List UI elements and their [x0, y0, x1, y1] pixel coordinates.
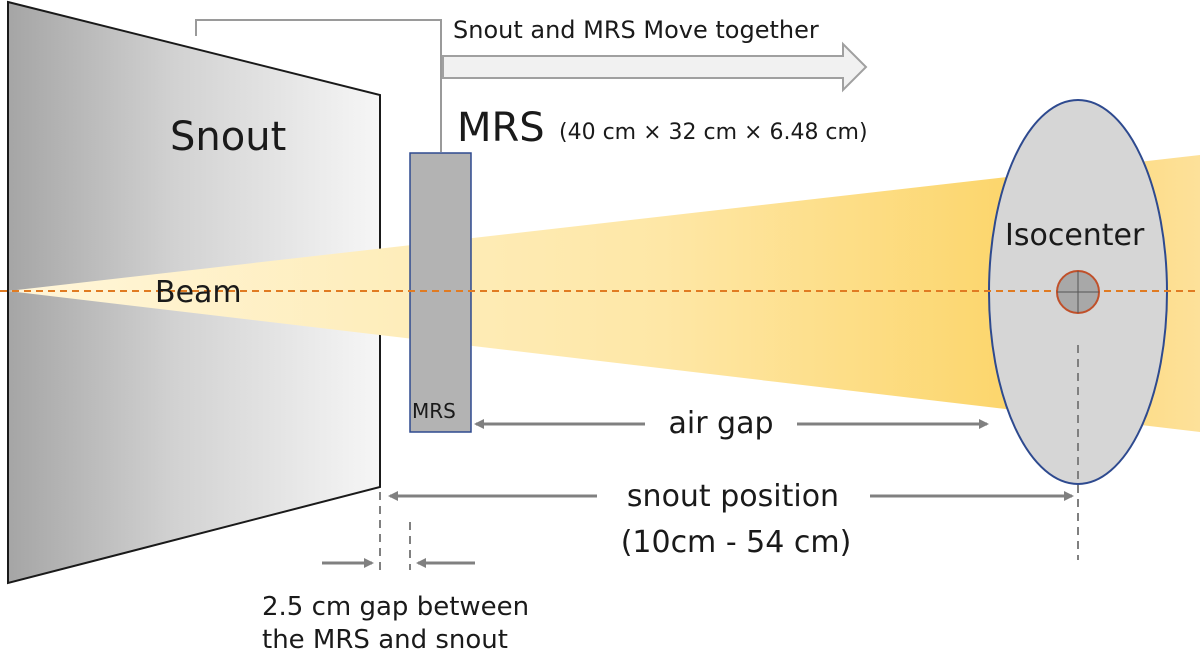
- snout-range-label: (10cm - 54 cm): [621, 525, 852, 560]
- snout-mrs-connector: [195, 19, 442, 152]
- beam-cone: [8, 155, 1200, 432]
- beam-label: Beam: [155, 275, 242, 310]
- mrs-dimensions-label: (40 cm × 32 cm × 6.48 cm): [559, 120, 868, 145]
- mrs-title-label: MRS: [457, 105, 545, 151]
- move-together-arrow: [442, 41, 868, 93]
- mrs-inner-label: MRS: [412, 399, 456, 423]
- move-together-label: Snout and MRS Move together: [453, 16, 819, 44]
- mrs-block: [409, 152, 472, 433]
- snout-label: Snout: [170, 114, 286, 160]
- air-gap-label: air gap: [668, 406, 773, 441]
- gap-note-line1: 2.5 cm gap between: [262, 592, 529, 622]
- isocenter-marker: [1056, 270, 1100, 314]
- gap-note-line2: the MRS and snout: [262, 625, 508, 655]
- isocenter-label: Isocenter: [1005, 218, 1145, 253]
- snout-position-label: snout position: [627, 479, 839, 514]
